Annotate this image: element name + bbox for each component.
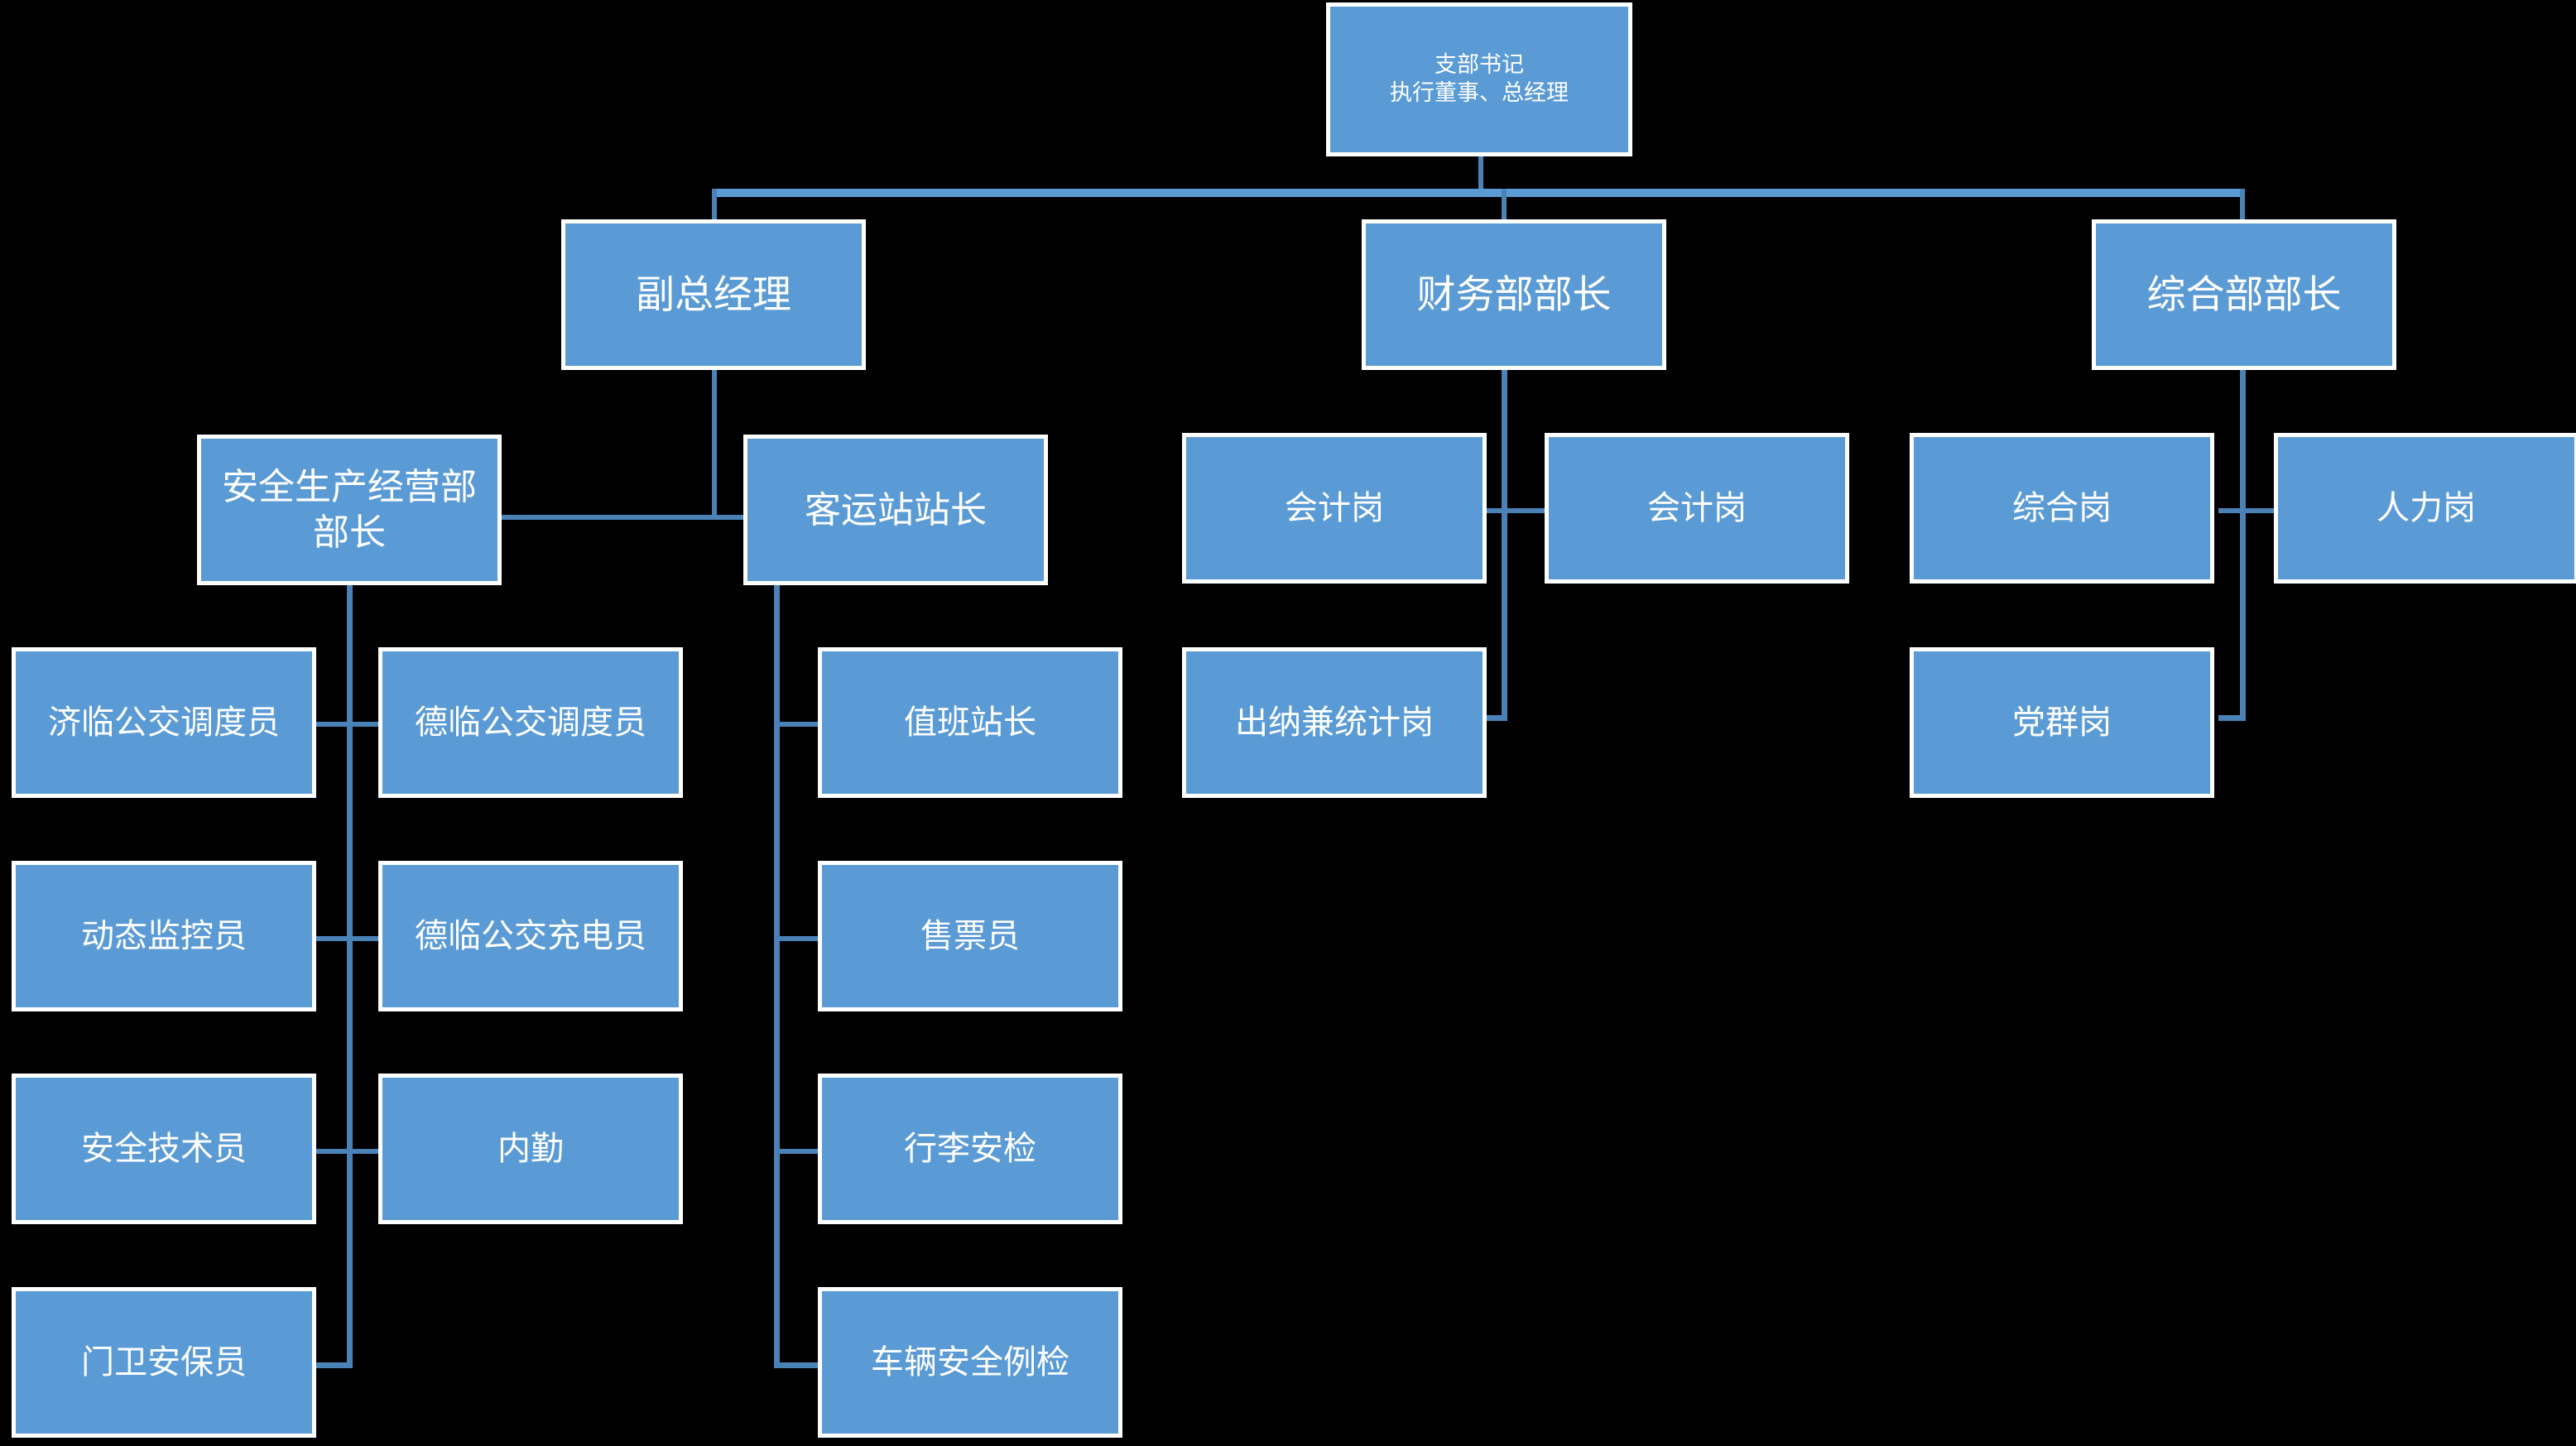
node-label: 会计岗 <box>1285 490 1384 526</box>
node-label: 客运站站长 <box>805 489 987 531</box>
node-label: 综合部部长 <box>2146 271 2342 316</box>
node-safety-technician[interactable]: 安全技术员 <box>12 1074 316 1224</box>
node-admin-director[interactable]: 综合部部长 <box>2092 219 2396 370</box>
connector-finance-row1 <box>1482 508 1548 513</box>
node-jilin-bus-dispatcher[interactable]: 济临公交调度员 <box>12 647 316 798</box>
node-label: 售票员 <box>920 918 1020 954</box>
connector-safety-row3 <box>315 1149 414 1154</box>
node-delin-bus-dispatcher[interactable]: 德临公交调度员 <box>378 647 683 798</box>
node-label: 行李安检 <box>904 1131 1036 1167</box>
connector-safety-row1 <box>315 722 414 727</box>
node-general-affairs-post[interactable]: 综合岗 <box>1910 433 2214 584</box>
node-vehicle-safety-inspection[interactable]: 车辆安全例检 <box>818 1287 1122 1438</box>
connector-finance-spine <box>1502 369 1507 720</box>
node-label: 车辆安全例检 <box>871 1344 1069 1381</box>
node-label: 安全技术员 <box>81 1131 247 1167</box>
node-label: 会计岗 <box>1647 490 1747 526</box>
node-label: 出纳兼统计岗 <box>1235 704 1434 741</box>
connector-admin-row1 <box>2218 508 2289 513</box>
node-safety-production-department-head[interactable]: 安全生产经营部部长 <box>197 435 502 585</box>
node-office-clerk[interactable]: 内勤 <box>378 1074 683 1224</box>
connector-bus-to-vice-gm <box>712 189 717 222</box>
connector-admin-row2 <box>2218 715 2246 721</box>
node-label: 安全生产经营部部长 <box>222 467 477 553</box>
connector-finance-row2 <box>1482 715 1507 721</box>
node-label: 综合岗 <box>2012 490 2112 526</box>
node-bus-station-master[interactable]: 客运站站长 <box>743 435 1048 585</box>
node-finance-director[interactable]: 财务部部长 <box>1362 219 1666 370</box>
node-party-affairs-post[interactable]: 党群岗 <box>1910 647 2214 798</box>
connector-station-row4 <box>774 1362 819 1368</box>
node-vice-general-manager[interactable]: 副总经理 <box>561 219 866 370</box>
node-duty-station-master[interactable]: 值班站长 <box>818 647 1122 798</box>
connector-safety-spine <box>347 584 353 1367</box>
connector-station-spine <box>774 584 780 1367</box>
node-label: 副总经理 <box>636 271 791 316</box>
connector-station-row3 <box>774 1149 819 1154</box>
connector-bus-to-admin <box>2240 189 2245 222</box>
node-label: 党群岗 <box>2012 704 2112 741</box>
node-human-resources-post[interactable]: 人力岗 <box>2274 433 2576 584</box>
node-root[interactable]: 支部书记 执行董事、总经理 <box>1326 2 1632 156</box>
node-baggage-security-check[interactable]: 行李安检 <box>818 1074 1122 1224</box>
node-root-line1: 支部书记 <box>1435 52 1524 78</box>
connector-vice-gm-spine <box>712 369 717 518</box>
node-cashier-and-statistics-post[interactable]: 出纳兼统计岗 <box>1182 647 1487 798</box>
connector-station-row1 <box>774 722 819 727</box>
node-dynamic-monitoring-officer[interactable]: 动态监控员 <box>12 861 316 1011</box>
node-label: 动态监控员 <box>81 918 247 954</box>
connector-safety-row4 <box>315 1362 353 1368</box>
node-label: 德临公交充电员 <box>415 918 646 954</box>
node-label: 值班站长 <box>904 704 1036 741</box>
node-delin-bus-charging-operator[interactable]: 德临公交充电员 <box>378 861 683 1011</box>
connector-root-drop <box>1478 154 1483 191</box>
connector-vice-gm-to-safety <box>497 515 717 520</box>
node-root-line2: 执行董事、总经理 <box>1390 80 1569 105</box>
node-gate-security-guard[interactable]: 门卫安保员 <box>12 1287 316 1438</box>
node-label: 济临公交调度员 <box>48 704 280 741</box>
node-label: 人力岗 <box>2377 490 2476 526</box>
node-label: 财务部部长 <box>1416 271 1612 316</box>
connector-bus-to-finance <box>1502 189 1507 222</box>
node-label: 德临公交调度员 <box>415 704 646 741</box>
connector-level2-bus <box>712 189 2245 197</box>
node-ticket-seller[interactable]: 售票员 <box>818 861 1122 1011</box>
node-accountant-post-1[interactable]: 会计岗 <box>1182 433 1487 584</box>
node-label: 门卫安保员 <box>81 1344 247 1381</box>
connector-safety-row2 <box>315 936 414 941</box>
connector-admin-spine <box>2240 369 2246 720</box>
node-accountant-post-2[interactable]: 会计岗 <box>1545 433 1849 584</box>
node-label: 内勤 <box>497 1131 564 1167</box>
connector-station-row2 <box>774 936 819 941</box>
